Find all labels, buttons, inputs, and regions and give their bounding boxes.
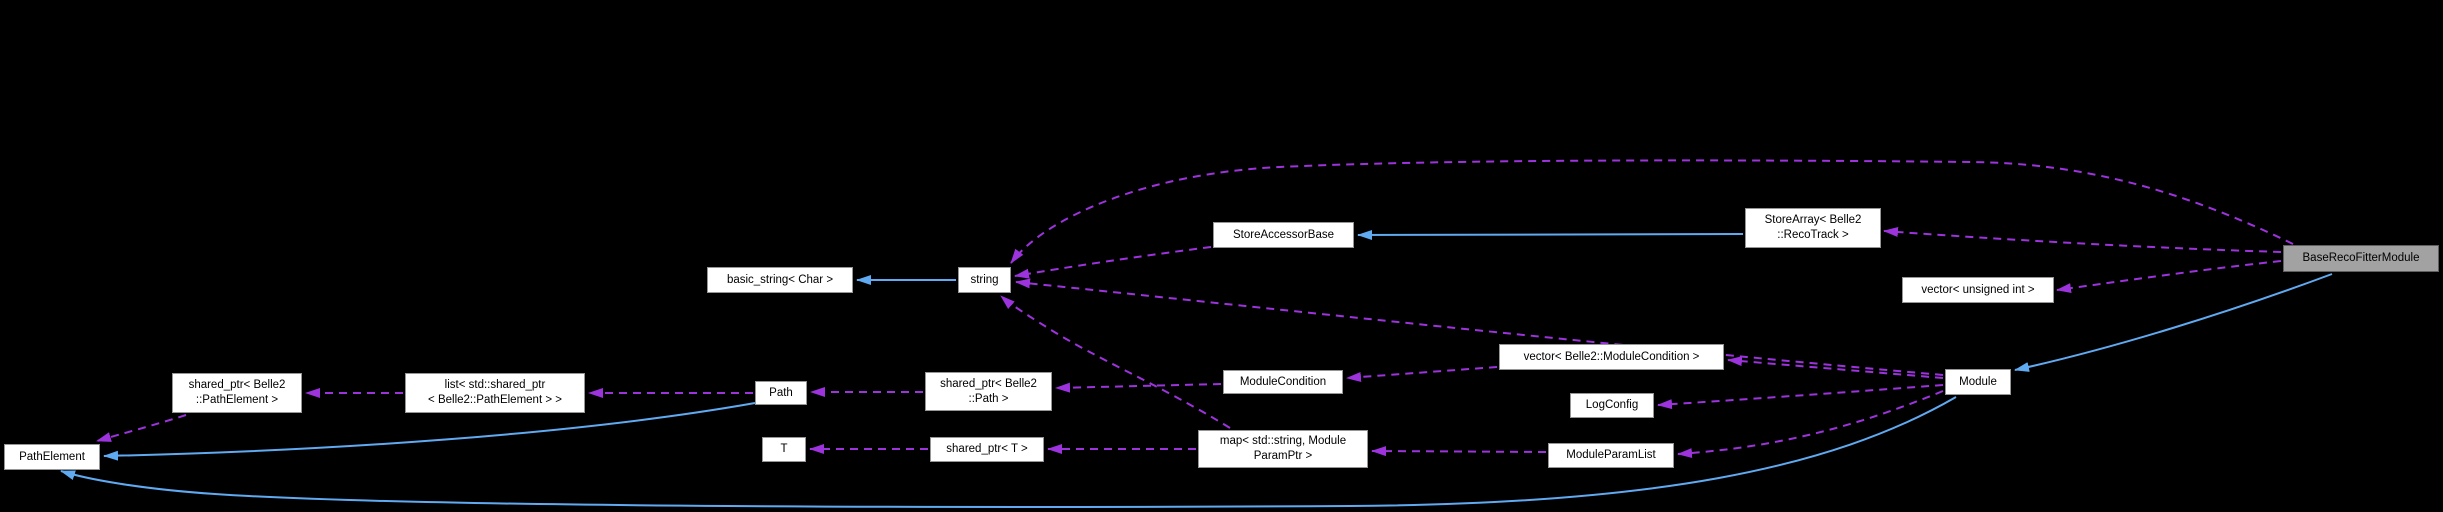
node-pathelement[interactable]: PathElement bbox=[4, 444, 100, 470]
node-storeaccessor[interactable]: StoreAccessorBase bbox=[1213, 222, 1354, 248]
node-list_sp-label: < Belle2::PathElement > > bbox=[428, 394, 562, 406]
node-vec_mc-label: vector< Belle2::ModuleCondition > bbox=[1523, 350, 1700, 363]
edge-map_box-to-string bbox=[1000, 295, 1231, 429]
node-sp_path[interactable]: shared_ptr< Belle2::Path > bbox=[925, 372, 1052, 411]
edge-module-to-modparamlist bbox=[1677, 390, 1944, 459]
node-basic_string[interactable]: basic_string< Char > bbox=[707, 267, 853, 293]
node-storearray[interactable]: StoreArray< Belle2::RecoTrack > bbox=[1745, 208, 1881, 248]
node-baserecofitter-label: BaseRecoFitterModule bbox=[2302, 252, 2420, 265]
node-logconfig[interactable]: LogConfig bbox=[1570, 393, 1654, 418]
node-pathelement-label: PathElement bbox=[19, 450, 85, 463]
node-map_box-label: map< std::string, Module bbox=[1219, 435, 1347, 448]
node-string[interactable]: string bbox=[958, 267, 1011, 293]
edge-module-to-logconfig bbox=[1657, 384, 1944, 410]
node-vec_uint-label: vector< unsigned int > bbox=[1921, 283, 2035, 296]
node-sp_t[interactable]: shared_ptr< T > bbox=[930, 437, 1044, 462]
node-string-label: string bbox=[970, 273, 999, 286]
node-t[interactable]: T bbox=[762, 437, 806, 462]
node-logconfig-label: LogConfig bbox=[1585, 399, 1639, 412]
node-sp_t-label: shared_ptr< T > bbox=[946, 443, 1028, 456]
edge-module-to-vec_mc bbox=[1727, 356, 1944, 379]
node-storearray-label: ::RecoTrack > bbox=[1777, 229, 1849, 241]
node-modcondition[interactable]: ModuleCondition bbox=[1223, 370, 1343, 394]
edge-vec_mc-to-modcondition bbox=[1346, 366, 1498, 382]
node-path[interactable]: Path bbox=[755, 381, 807, 405]
edge-modparamlist-to-map_box bbox=[1371, 446, 1547, 457]
edge-sp_pathelement-to-pathelement bbox=[96, 414, 187, 442]
node-list_sp[interactable]: list< std::shared_ptr< Belle2::PathEleme… bbox=[405, 373, 585, 413]
edge-storearray-to-storeaccessor bbox=[1357, 229, 1744, 240]
edge-module-to-pathelement bbox=[60, 396, 1957, 508]
node-vec_mc[interactable]: vector< Belle2::ModuleCondition > bbox=[1499, 344, 1724, 370]
edge-baserecofitter-to-vec_uint bbox=[2056, 260, 2282, 294]
node-modcondition-label: ModuleCondition bbox=[1239, 375, 1327, 388]
edge-storeaccessor-to-string bbox=[1014, 246, 1212, 279]
edge-path-to-pathelement bbox=[103, 402, 756, 461]
node-sp_pathelement-label: ::PathElement > bbox=[195, 394, 279, 406]
edge-module-to-string bbox=[1015, 278, 1944, 376]
node-path-label: Path bbox=[769, 386, 793, 399]
node-sp_pathelement-label: shared_ptr< Belle2 bbox=[188, 379, 286, 392]
node-storearray-label: StoreArray< Belle2 bbox=[1764, 214, 1862, 227]
edge-modcondition-to-sp_path bbox=[1055, 382, 1222, 393]
node-baserecofitter[interactable]: BaseRecoFitterModule bbox=[2283, 245, 2439, 272]
node-map_box-label: ParamPtr > bbox=[1253, 450, 1313, 462]
node-list_sp-label: list< std::shared_ptr bbox=[444, 379, 546, 392]
edge-baserecofitter-to-string bbox=[1010, 159, 2294, 264]
node-module[interactable]: Module bbox=[1945, 369, 2011, 395]
node-modparamlist-label: ModuleParamList bbox=[1566, 449, 1656, 462]
node-sp_path-label: shared_ptr< Belle2 bbox=[940, 377, 1037, 390]
node-sp_pathelement[interactable]: shared_ptr< Belle2::PathElement > bbox=[172, 373, 302, 413]
node-basic_string-label: basic_string< Char > bbox=[726, 273, 834, 286]
node-sp_path-label: ::Path > bbox=[968, 392, 1009, 405]
edge-baserecofitter-to-storearray bbox=[1883, 227, 2282, 253]
node-modparamlist[interactable]: ModuleParamList bbox=[1548, 443, 1674, 468]
node-t-label: T bbox=[780, 443, 788, 456]
node-storeaccessor-label: StoreAccessorBase bbox=[1233, 228, 1334, 241]
node-vec_uint[interactable]: vector< unsigned int > bbox=[1902, 277, 2054, 303]
node-module-label: Module bbox=[1959, 375, 1997, 388]
edge-baserecofitter-to-module bbox=[2014, 273, 2333, 372]
